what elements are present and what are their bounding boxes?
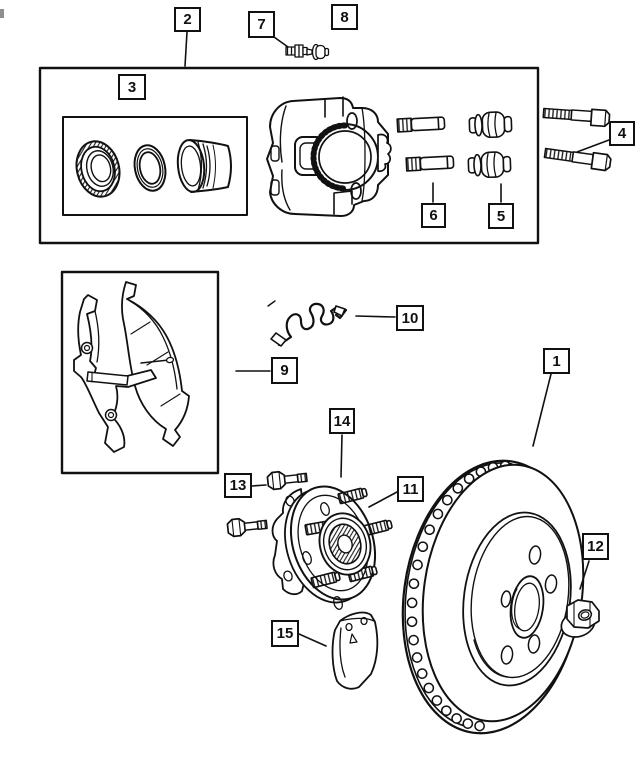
- leader-14: [340, 434, 343, 478]
- callout-7[interactable]: 7: [248, 11, 275, 38]
- guide-pin-drawing: [396, 116, 455, 172]
- leader-7: [273, 36, 289, 48]
- pad-kit-box: [60, 270, 220, 475]
- leader-12: [579, 560, 590, 590]
- pad-spring-clip-drawing: [267, 300, 348, 347]
- hub-bolt-drawing: [226, 470, 308, 538]
- leader-4: [576, 139, 610, 153]
- caliper-piston-drawing: [176, 139, 232, 193]
- leader-11: [368, 491, 398, 508]
- callout-10[interactable]: 10: [396, 305, 424, 331]
- bleeder-screw-drawing: [285, 44, 313, 58]
- hub-bearing-drawing: [271, 485, 393, 610]
- callout-6[interactable]: 6: [421, 203, 446, 228]
- caliper-kit-box: [38, 66, 540, 245]
- brake-pads-drawing: [73, 281, 190, 453]
- callout-3[interactable]: 3: [118, 74, 146, 100]
- callout-1[interactable]: 1: [543, 348, 570, 374]
- leader-15: [298, 633, 327, 647]
- leader-lines: [184, 31, 610, 647]
- seal-kit-box: [62, 116, 248, 216]
- leader-10: [355, 315, 396, 318]
- callout-14[interactable]: 14: [329, 408, 355, 434]
- callout-9[interactable]: 9: [271, 357, 298, 384]
- piston-boot-drawing: [75, 140, 121, 198]
- callout-4[interactable]: 4: [609, 121, 635, 146]
- callout-11[interactable]: 11: [397, 476, 424, 502]
- callout-15[interactable]: 15: [271, 620, 299, 647]
- leader-2: [184, 31, 188, 67]
- splash-shield-drawing: [331, 611, 379, 690]
- bleeder-cap-drawing: [311, 43, 330, 61]
- callout-5[interactable]: 5: [488, 203, 514, 229]
- leader-1: [532, 373, 552, 447]
- pin-bushing-drawing: [467, 111, 513, 179]
- caliper-bolt-drawing: [542, 107, 612, 172]
- leader-13: [251, 484, 267, 487]
- hub-nut-drawing: [560, 599, 600, 638]
- piston-seal-drawing: [133, 144, 167, 192]
- brake-caliper-drawing: [266, 96, 392, 217]
- callout-12[interactable]: 12: [582, 533, 609, 560]
- callout-13[interactable]: 13: [224, 473, 252, 498]
- callout-2[interactable]: 2: [174, 7, 201, 32]
- screen-artifact: [0, 9, 4, 18]
- callout-8[interactable]: 8: [331, 4, 358, 30]
